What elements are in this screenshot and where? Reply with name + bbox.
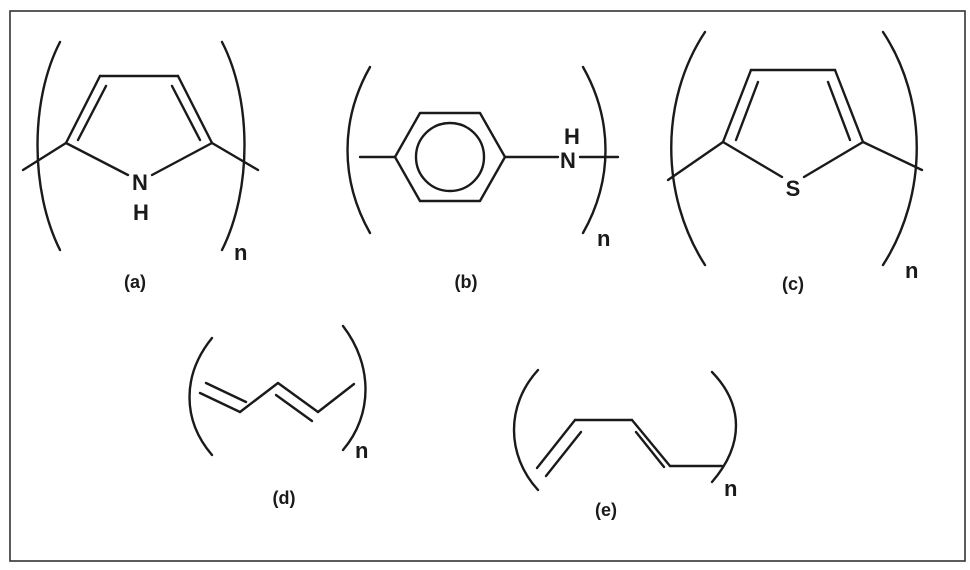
structure-a-polypyrrole: N H n (a) bbox=[21, 40, 260, 292]
aromatic-circle bbox=[414, 121, 486, 193]
structure-e-polyacetylene: n (e) bbox=[512, 368, 738, 520]
bond bbox=[861, 140, 924, 172]
repeat-unit-subscript: n bbox=[234, 240, 247, 265]
bracket-left bbox=[346, 65, 372, 235]
bond bbox=[176, 74, 214, 145]
bracket-left bbox=[188, 336, 214, 457]
bond bbox=[634, 430, 666, 469]
bond bbox=[826, 80, 852, 142]
bracket-right bbox=[220, 40, 246, 252]
caption-d: (d) bbox=[273, 488, 296, 508]
bracket-left bbox=[512, 368, 540, 492]
bracket-right bbox=[710, 370, 738, 484]
bond bbox=[721, 140, 784, 179]
bond bbox=[666, 140, 725, 182]
bond bbox=[64, 141, 130, 177]
bond bbox=[198, 391, 242, 414]
structure-c-polythiophene: S n (c) bbox=[666, 30, 924, 294]
repeat-unit-subscript: n bbox=[355, 438, 368, 463]
bond bbox=[630, 418, 672, 468]
atom-label-n: N bbox=[132, 170, 148, 195]
bond bbox=[833, 68, 865, 144]
caption-e: (e) bbox=[595, 500, 617, 520]
bracket-left bbox=[36, 40, 62, 252]
bond bbox=[21, 141, 68, 172]
bond bbox=[64, 74, 102, 145]
bond bbox=[721, 68, 753, 144]
bond bbox=[170, 84, 202, 142]
structure-d-polyacetylene: n (d) bbox=[188, 324, 368, 508]
bond bbox=[802, 140, 865, 179]
bond bbox=[316, 382, 356, 414]
bond bbox=[204, 381, 248, 404]
repeat-unit-subscript: n bbox=[597, 226, 610, 251]
bond bbox=[238, 381, 280, 414]
bond bbox=[274, 393, 314, 423]
bracket-right bbox=[341, 324, 367, 452]
bracket-right bbox=[881, 30, 918, 267]
bond bbox=[150, 141, 214, 177]
atom-label-h: H bbox=[133, 200, 149, 225]
bond bbox=[276, 381, 320, 414]
caption-b: (b) bbox=[455, 272, 478, 292]
bracket-left bbox=[670, 30, 707, 267]
bond bbox=[76, 84, 108, 142]
bond bbox=[535, 418, 577, 470]
atom-label-s: S bbox=[786, 176, 801, 201]
figure-frame bbox=[9, 10, 966, 562]
atom-label-n: N bbox=[560, 148, 576, 173]
bond bbox=[210, 141, 260, 172]
benzene-ring bbox=[393, 111, 507, 203]
caption-c: (c) bbox=[782, 274, 804, 294]
bond bbox=[544, 430, 583, 478]
atom-label-h: H bbox=[564, 124, 580, 149]
repeat-unit-subscript: n bbox=[905, 258, 918, 283]
bond bbox=[734, 80, 760, 142]
bracket-right bbox=[581, 65, 607, 235]
caption-a: (a) bbox=[124, 272, 146, 292]
structure-b-polyaniline: H N n (b) bbox=[346, 65, 620, 292]
repeat-unit-subscript: n bbox=[724, 476, 737, 501]
